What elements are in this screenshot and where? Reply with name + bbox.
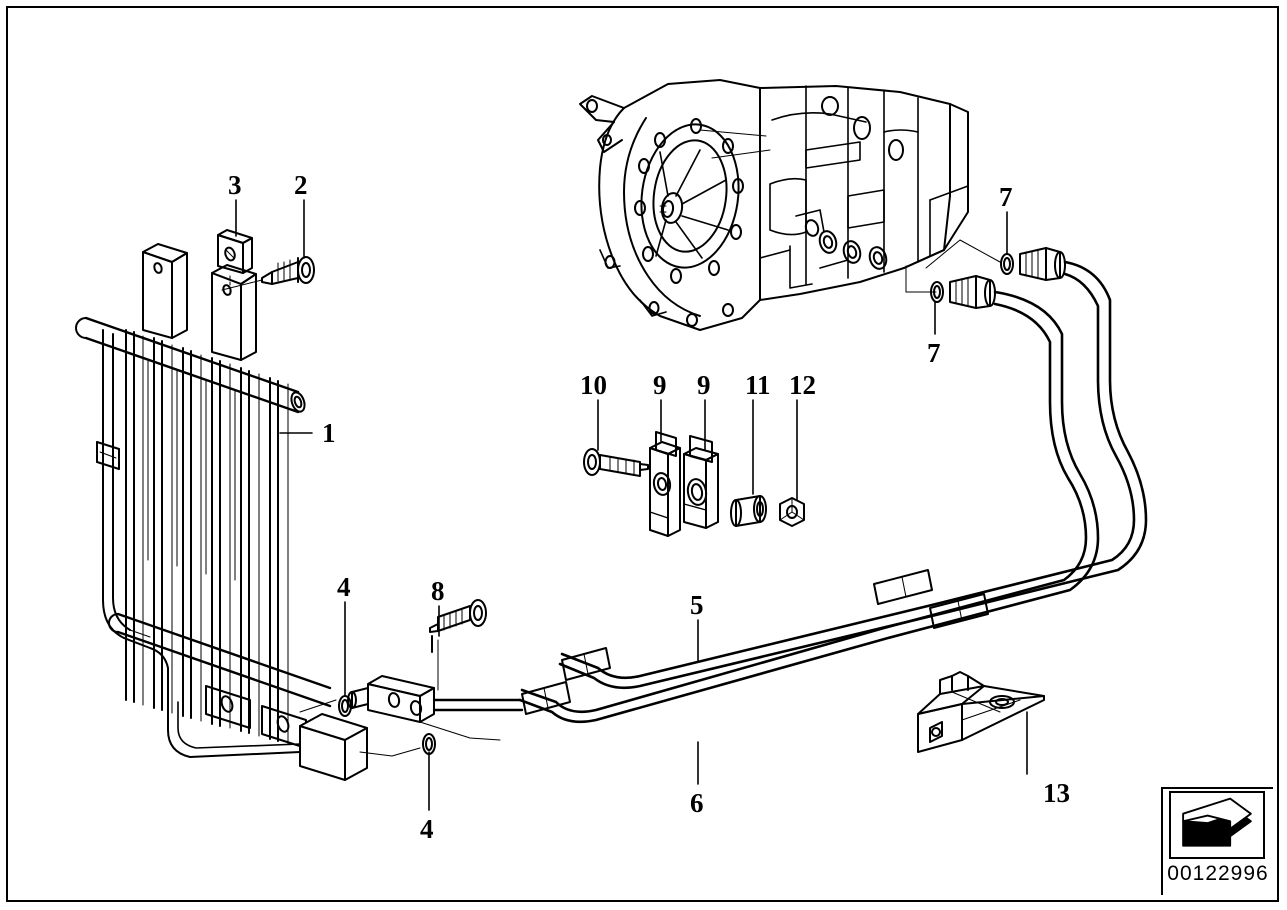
callout-7-lower: 7	[927, 338, 941, 368]
clamp-bolt-part	[583, 448, 649, 477]
pipe-clamp-block	[649, 431, 719, 537]
drawing-number: 00122996	[1167, 862, 1269, 885]
callout-4-lower: 4	[420, 814, 434, 844]
callout-6: 6	[690, 788, 704, 818]
callout-8: 8	[431, 576, 445, 606]
callout-9-left: 9	[653, 370, 667, 400]
oil-cooler-pipes	[518, 260, 1148, 724]
callout-13: 13	[1043, 778, 1070, 808]
o-ring-seals	[338, 695, 436, 755]
callout-9-right: 9	[697, 370, 711, 400]
diagram-border-frame	[6, 6, 1279, 902]
oil-cooler-core	[75, 243, 368, 781]
callout-leaders	[235, 199, 1028, 811]
spacer-bushing-part	[730, 495, 767, 527]
identifier-box	[1161, 787, 1273, 895]
hex-nut-part	[779, 497, 805, 527]
pipe-end-fittings-upper	[1000, 247, 1066, 281]
self-tapping-screw-part	[221, 256, 315, 291]
callout-5: 5	[690, 590, 704, 620]
callout-10: 10	[580, 370, 607, 400]
mounting-bracket-part	[917, 671, 1045, 753]
callout-11: 11	[745, 370, 771, 400]
speed-nut-clip-part	[217, 229, 253, 293]
callout-12: 12	[789, 370, 816, 400]
callout-7-upper: 7	[999, 182, 1013, 212]
callout-4-upper: 4	[337, 572, 351, 602]
pipe-union-joints	[521, 569, 989, 715]
pipe-end-fittings-lower	[930, 275, 996, 309]
callout-3: 3	[228, 170, 242, 200]
dual-port-connector-flange	[347, 675, 524, 741]
hex-bolt-part	[429, 599, 487, 691]
direction-arrow-icon	[1169, 791, 1265, 859]
transmission-housing	[579, 79, 969, 331]
callout-2: 2	[294, 170, 308, 200]
callout-1: 1	[322, 418, 336, 448]
